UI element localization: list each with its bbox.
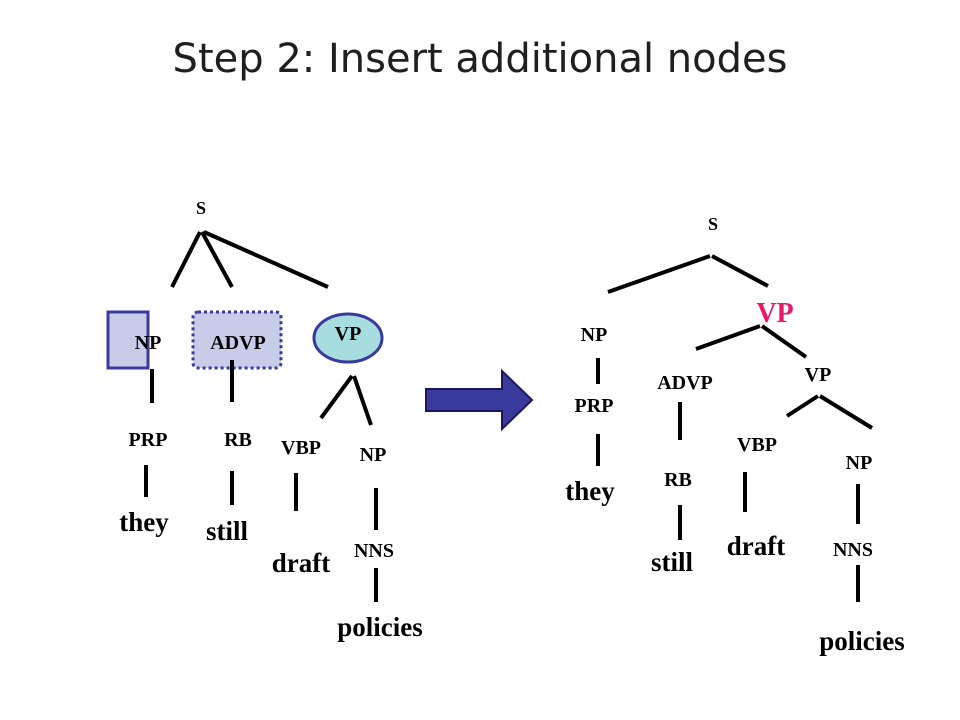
right-word-still: still bbox=[651, 547, 694, 577]
edge-s-np bbox=[170, 231, 202, 288]
left-vp-label: VP bbox=[335, 323, 362, 345]
edge-vp-vbp bbox=[319, 374, 354, 420]
right-s-label: S bbox=[708, 214, 718, 234]
transform-arrow-icon bbox=[425, 368, 534, 432]
edge-vpnew-advp bbox=[695, 324, 761, 351]
advp-highlight-box bbox=[191, 310, 283, 370]
edge-s-vp bbox=[203, 230, 329, 289]
right-vp-label: VP bbox=[805, 364, 832, 386]
vp-highlight-ellipse bbox=[312, 312, 384, 364]
left-s-label: S bbox=[196, 198, 206, 218]
right-word-they: they bbox=[565, 476, 615, 506]
right-np-label: NP bbox=[581, 324, 608, 346]
right-word-draft: draft bbox=[727, 531, 785, 561]
left-prp-label: PRP bbox=[129, 429, 168, 451]
edge-s-advp bbox=[200, 231, 234, 288]
edge-vp-np bbox=[352, 375, 373, 426]
right-nns-label: NNS bbox=[833, 539, 873, 561]
left-tree: S NP ADVP VP PRP RB VBP NP NNS they stil… bbox=[106, 198, 423, 642]
left-np2-label: NP bbox=[360, 444, 387, 466]
left-np-label: NP bbox=[135, 332, 162, 354]
edge-vp-vbp-r bbox=[785, 394, 820, 418]
right-new-vp-label: VP bbox=[756, 298, 793, 329]
slide-title: Step 2: Insert additional nodes bbox=[172, 36, 788, 82]
edge-s-vp-r bbox=[711, 254, 769, 288]
left-nns-label: NNS bbox=[354, 540, 394, 562]
edge-vpnew-vp bbox=[760, 324, 808, 359]
right-advp-label: ADVP bbox=[657, 372, 713, 394]
right-np2-label: NP bbox=[846, 452, 873, 474]
left-advp-label: ADVP bbox=[210, 332, 266, 354]
np-highlight-box bbox=[106, 310, 150, 370]
left-rb-label: RB bbox=[224, 429, 252, 451]
right-prp-label: PRP bbox=[575, 395, 614, 417]
left-vbp-label: VBP bbox=[281, 437, 321, 459]
right-vbp-label: VBP bbox=[737, 434, 777, 456]
left-word-still: still bbox=[206, 516, 249, 546]
edge-s-np-r bbox=[607, 254, 711, 294]
left-word-they: they bbox=[119, 507, 169, 537]
right-rb-label: RB bbox=[664, 469, 692, 491]
left-word-draft: draft bbox=[272, 548, 330, 578]
edge-vp-np-r bbox=[818, 394, 874, 430]
right-word-policies: policies bbox=[819, 626, 905, 656]
right-tree: S NP VP ADVP VP PRP RB VBP NP NNS they s… bbox=[565, 214, 905, 656]
left-word-policies: policies bbox=[337, 612, 423, 642]
